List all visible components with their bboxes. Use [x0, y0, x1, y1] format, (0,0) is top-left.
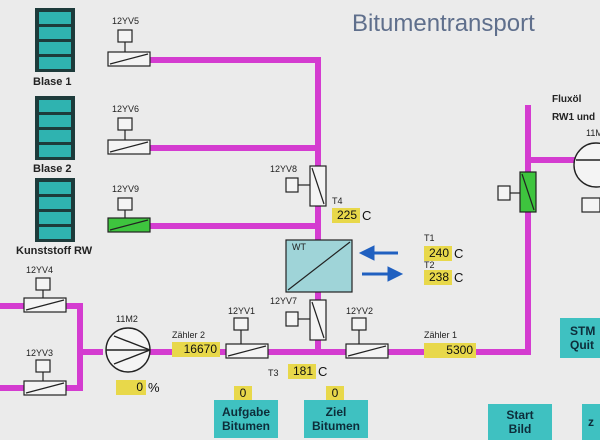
tank-label-blase1: Blase 1 — [33, 76, 72, 88]
ziel-bitumen-button[interactable]: Ziel Bitumen — [304, 400, 368, 438]
valve-label-12yv8: 12YV8 — [270, 164, 298, 174]
tank-label-blase2: Blase 2 — [33, 163, 72, 175]
start-button-line1: Start — [506, 408, 534, 422]
tank-label-kunststoff: Kunststoff RW — [16, 245, 93, 257]
temp-value-t1: 240 — [424, 246, 452, 261]
stm-button-line1: STM — [570, 324, 596, 338]
right-small-box — [581, 197, 600, 213]
right-partial-button[interactable]: z — [582, 404, 600, 440]
stm-quit-button[interactable]: STM Quit — [560, 318, 600, 358]
temp-unit-t1: C — [454, 246, 464, 261]
pump-speed-value: 0 — [116, 380, 146, 395]
temp-unit-t4: C — [362, 208, 372, 223]
start-bild-button[interactable]: Start Bild — [488, 404, 552, 440]
pump-11m2 — [105, 327, 151, 373]
pump-right — [573, 142, 600, 188]
stm-button-line2: Quit — [570, 338, 594, 352]
valve-label-12yv4: 12YV4 — [26, 265, 54, 275]
pump-speed-unit: % — [148, 380, 160, 395]
temp-label-t1: T1 — [424, 233, 435, 243]
fluxoel-label: Fluxöl — [552, 94, 582, 105]
temp-value-t3: 181 — [288, 364, 316, 379]
tank-blase2 — [35, 96, 75, 160]
tank-blase1 — [35, 8, 75, 72]
aufgabe-bitumen-button[interactable]: Aufgabe Bitumen — [214, 400, 278, 438]
ziel-button-line1: Ziel — [325, 405, 347, 419]
aufgabe-button-line1: Aufgabe — [222, 405, 270, 419]
temp-label-t2: T2 — [424, 260, 435, 270]
temp-value-t2: 238 — [424, 270, 452, 285]
tank-kunststoff — [35, 178, 75, 242]
temp-unit-t3: C — [318, 364, 328, 379]
fluxoel-sublabel: RW1 und — [552, 112, 596, 123]
start-button-line2: Bild — [508, 422, 532, 436]
heat-exchanger-label: WT — [292, 242, 306, 252]
ziel-button-line2: Bitumen — [312, 419, 360, 433]
valve-label-12yv6: 12YV6 — [112, 104, 140, 114]
right-partial-button-label: z — [588, 415, 594, 429]
temp-value-t4: 225 — [332, 208, 360, 223]
page-title: Bitumentransport — [352, 10, 535, 37]
valve-label-12yv9: 12YV9 — [112, 184, 140, 194]
valve-label-12yv5: 12YV5 — [112, 16, 140, 26]
temp-label-t3: T3 — [268, 368, 279, 378]
valve-label-12yv7: 12YV7 — [270, 296, 298, 306]
heat-exchanger — [285, 239, 353, 293]
counter-value-z2: 16670 — [172, 342, 220, 357]
pump-label-11m: 11M — [586, 128, 600, 138]
counter-label-z1: Zähler 1 — [424, 330, 458, 340]
temp-unit-t2: C — [454, 270, 464, 285]
pump-label-11m2: 11M2 — [116, 314, 138, 324]
valve-label-12yv3: 12YV3 — [26, 348, 54, 358]
counter-value-z1: 5300 — [424, 343, 476, 358]
valve-label-12yv1: 12YV1 — [228, 306, 256, 316]
valve-label-12yv2: 12YV2 — [346, 306, 374, 316]
aufgabe-count: 0 — [234, 386, 252, 401]
ziel-count: 0 — [326, 386, 344, 401]
aufgabe-button-line2: Bitumen — [222, 419, 270, 433]
counter-label-z2: Zähler 2 — [172, 330, 206, 340]
temp-label-t4: T4 — [332, 196, 343, 206]
